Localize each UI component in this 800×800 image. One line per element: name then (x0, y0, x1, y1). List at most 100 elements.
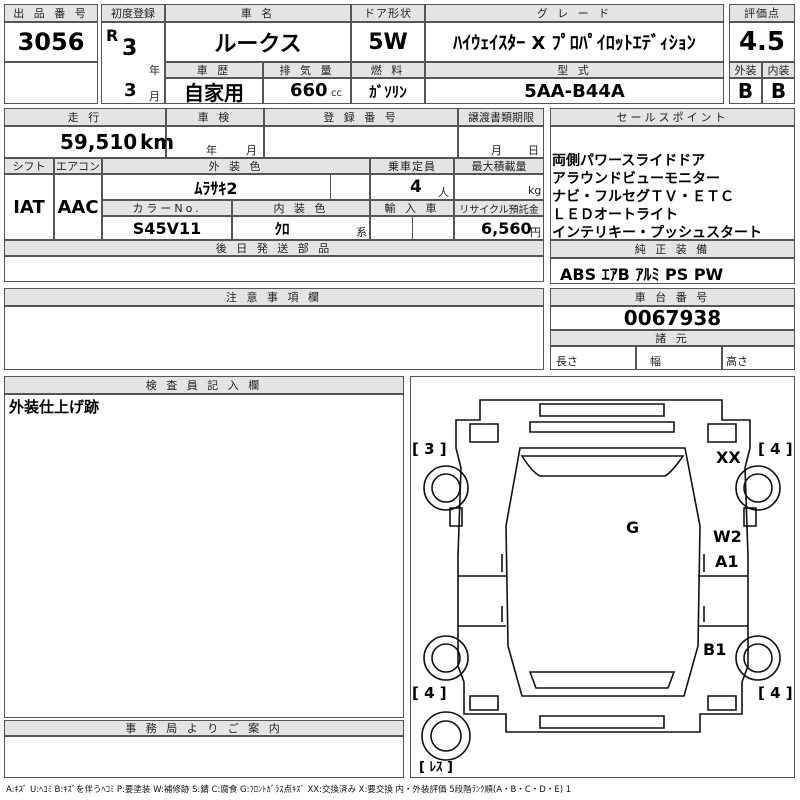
fuel: ｶﾞｿﾘﾝ (369, 82, 407, 101)
reg-no-label: 登 録 番 号 (264, 108, 458, 126)
car-diagram (421, 399, 781, 761)
later-parts-label: 後 日 発 送 部 品 (4, 240, 544, 256)
color-sub-box (330, 174, 370, 200)
model-box (425, 78, 724, 104)
notes-box (4, 306, 544, 370)
score: 4.5 (738, 27, 786, 57)
int-color-label: 内 装 色 (232, 200, 370, 216)
lot-no-label: 出 品 番 号 (4, 4, 98, 22)
recycle: 6,560 (481, 219, 532, 238)
equip-box (550, 258, 795, 284)
length-label: 長さ (556, 355, 578, 368)
transfer-day-unit: 日 (528, 144, 539, 157)
lot-no: 3056 (17, 28, 85, 56)
ac-box (54, 174, 102, 240)
shift-box (4, 174, 54, 240)
spec-length-box (550, 346, 636, 370)
grade-label: グ レ ー ド (425, 4, 724, 22)
capacity-unit: 人 (438, 186, 449, 199)
import-label: 輸 入 車 (370, 200, 454, 216)
era: R (106, 26, 119, 45)
spec-width-box (636, 346, 722, 370)
transfer-label: 譲渡書類期限 (458, 108, 544, 126)
history: 自家用 (184, 80, 244, 105)
inspector-text: 外装仕上げ跡 (9, 398, 100, 416)
sales-line-2: アラウンドビューモニター (552, 171, 720, 187)
car-name-label: 車 名 (165, 4, 351, 22)
score-label: 評価点 (729, 4, 795, 22)
capacity: 4 (410, 177, 422, 197)
mark-g: G (626, 518, 640, 537)
mileage-unit: km (140, 130, 175, 154)
transfer-box (458, 126, 544, 158)
tire-rear-right: [ 4 ] (758, 684, 793, 702)
grade: ﾊｲｳｪｲｽﾀｰ X ﾌﾟﾛﾊﾟｲﾛｯﾄｴﾃﾞｨｼｮﾝ (453, 33, 696, 54)
model: 5AA-B44A (524, 80, 625, 102)
later-parts-box (4, 256, 544, 282)
displacement-unit: cc (331, 88, 342, 99)
displacement-box (263, 78, 351, 104)
mark-b1: B1 (703, 640, 727, 659)
interior-box (762, 78, 795, 104)
ac: AAC (57, 196, 99, 218)
mark-a1: A1 (715, 552, 739, 571)
tire-rear-left: [ 4 ] (412, 684, 447, 702)
door-label: ドア形状 (351, 4, 425, 22)
recycle-box (454, 216, 544, 240)
sales-line-5: インテリキー・プッシュスタート (552, 225, 762, 241)
insp-year-unit: 年 (206, 144, 217, 157)
color-label: 外 装 色 (102, 158, 370, 174)
office-box (4, 736, 404, 778)
inspection-box (166, 126, 264, 158)
load-label: 最大積載量 (454, 158, 544, 174)
mileage-box (4, 126, 166, 158)
load-unit: kg (528, 184, 542, 197)
height-label: 高さ (726, 355, 748, 368)
ac-label: エアコン (54, 158, 102, 174)
grade-box (425, 22, 724, 62)
color: ﾑﾗｻｷ2 (194, 179, 238, 198)
sales-line-1: 両側パワースライドドア (552, 153, 706, 169)
reg-month: 3 (124, 80, 137, 101)
legend: A:ｷｽﾞ U:ﾍｺﾐ B:ｷｽﾞを伴うﾍｺﾐ P:要塗装 W:補修跡 S:錆 … (6, 785, 572, 795)
chassis-label: 車 台 番 号 (550, 288, 795, 306)
inspection-label: 車 検 (166, 108, 264, 126)
fuel-box (351, 78, 425, 104)
exterior-box (729, 78, 762, 104)
capacity-label: 乗車定員 (370, 158, 454, 174)
reg-no-box (264, 126, 458, 158)
door-box (351, 22, 425, 62)
tire-front-left: [ 3 ] (412, 440, 447, 458)
lot-no-box (4, 22, 98, 62)
chassis-box (550, 306, 795, 330)
insp-month-unit: 月 (246, 144, 257, 157)
recycle-unit: 円 (530, 226, 541, 239)
color-no: S45V11 (132, 218, 202, 238)
transfer-month-unit: 月 (491, 144, 502, 157)
int-color-unit: 系 (356, 226, 367, 239)
interior-grade: B (770, 79, 787, 103)
exterior-label: 外装 (729, 62, 762, 78)
history-box (165, 78, 263, 104)
model-label: 型 式 (425, 62, 724, 78)
car-name: ルークス (214, 32, 302, 57)
int-color-box (232, 216, 370, 240)
notes-label: 注 意 事 項 欄 (4, 288, 544, 306)
interior-label: 内装 (762, 62, 795, 78)
history-label: 車 歴 (165, 62, 263, 78)
color-no-label: カラーNo. (102, 200, 232, 216)
shift: IAT (13, 196, 45, 218)
fuel-label: 燃 料 (351, 62, 425, 78)
sales-line-4: ＬＥＤオートライト (552, 207, 678, 223)
mileage: 59,510 (60, 130, 138, 154)
spec-label: 諸 元 (550, 330, 795, 346)
first-reg-box (101, 22, 165, 104)
sales-label: セールスポイント (550, 108, 795, 126)
displacement-label: 排 気 量 (263, 62, 351, 78)
mark-xx: XX (716, 448, 741, 467)
reg-year: 3 (122, 36, 138, 61)
chassis-number: 0067938 (623, 306, 722, 330)
sales-box (550, 126, 795, 240)
int-color: ｸﾛ (274, 219, 290, 238)
door-type: 5W (368, 29, 408, 55)
